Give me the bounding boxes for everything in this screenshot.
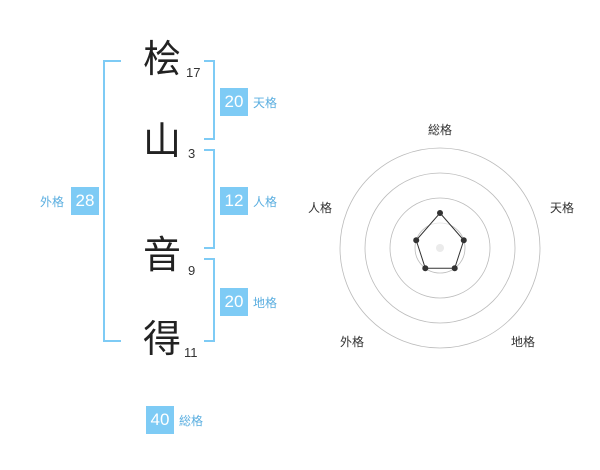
chikaku-label: 地格 [253, 296, 278, 310]
name-char-4: 得 [142, 317, 181, 361]
name-char-1: 桧 [142, 37, 181, 81]
radar-label-tenkaku: 天格 [550, 201, 575, 215]
radar-point-4 [422, 265, 429, 272]
tenkaku-label: 天格 [253, 96, 278, 110]
name-char-3: 音 [142, 233, 181, 277]
soukaku-value-badge: 40 [146, 406, 174, 434]
stroke-count-2: 3 [188, 146, 196, 161]
radar-ring-3 [364, 172, 516, 324]
radar-ring-2 [389, 197, 491, 299]
radar-point-2 [460, 237, 467, 244]
name-char-2: 山 [142, 119, 181, 163]
radar-label-chikaku: 地格 [511, 335, 536, 349]
stroke-count-4: 11 [184, 345, 198, 360]
radar-point-5 [413, 237, 420, 244]
radar-label-soukaku: 総格 [428, 123, 453, 137]
radar-point-1 [437, 210, 443, 216]
radar-ring-4 [339, 147, 541, 349]
radar-label-gaikaku: 外格 [340, 335, 365, 349]
radar-label-jinkaku: 人格 [308, 201, 333, 215]
stroke-count-1: 17 [186, 65, 201, 80]
chikaku-value-badge: 20 [220, 288, 248, 316]
jinkaku-label: 人格 [253, 195, 278, 209]
soukaku-label: 総格 [179, 414, 204, 428]
jinkaku-value-badge: 12 [220, 187, 248, 215]
stroke-count-3: 9 [188, 263, 196, 278]
radar-polygon [415, 212, 465, 269]
tenkaku-value-badge: 20 [220, 88, 248, 116]
gaikaku-label: 外格 [40, 195, 65, 209]
radar-point-3 [451, 265, 458, 272]
gaikaku-value-badge: 28 [71, 187, 99, 215]
